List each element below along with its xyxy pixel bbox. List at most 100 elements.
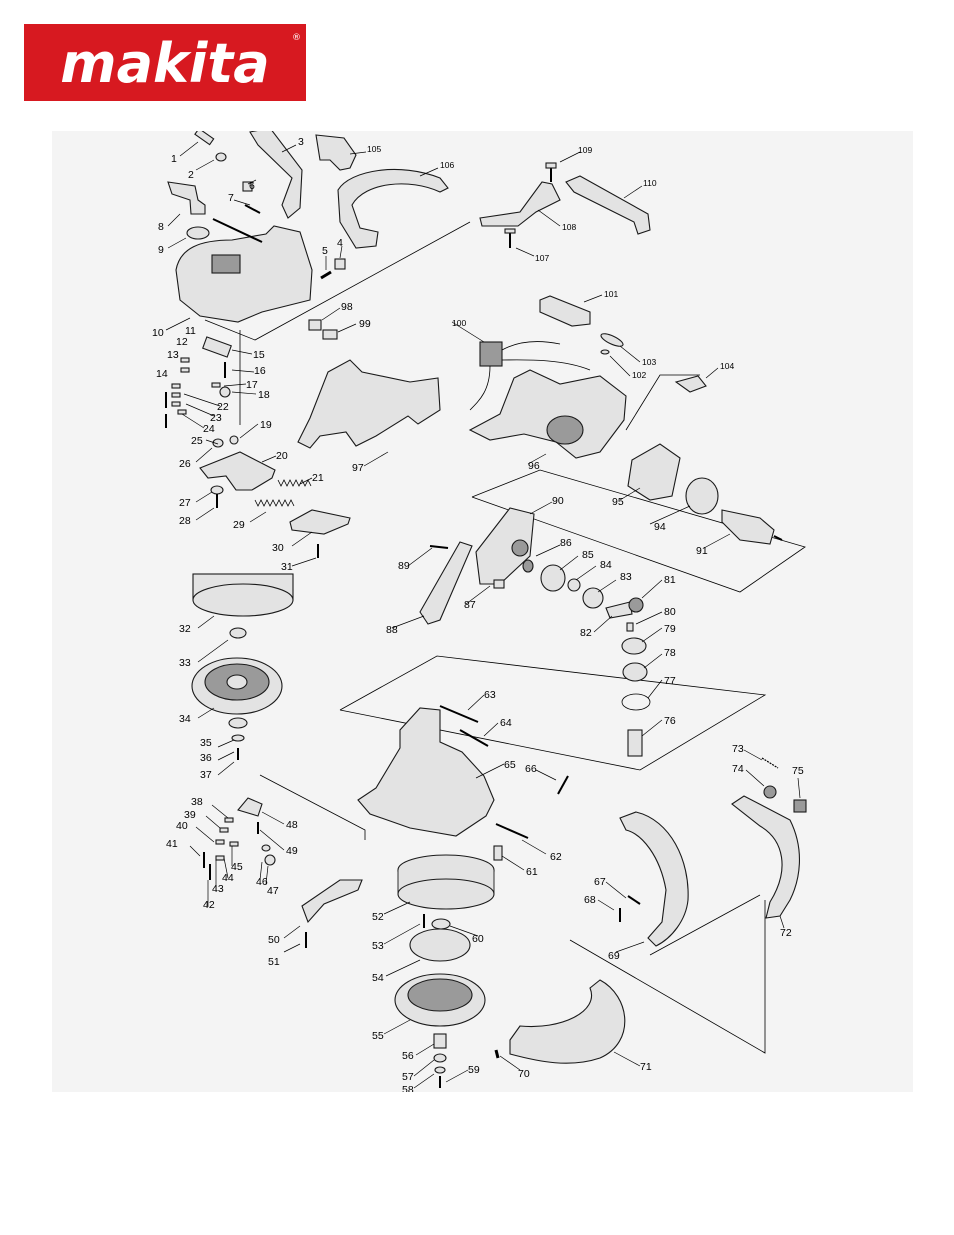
lever-assembly [165, 336, 351, 558]
part-label: 54 [372, 972, 384, 984]
part-label: 49 [286, 845, 298, 857]
part-label: 17 [246, 379, 258, 391]
lower-wheel-assembly [301, 854, 500, 1088]
part-label: 28 [179, 515, 191, 527]
part-label: 25 [191, 435, 203, 447]
part-label: 5 [322, 245, 328, 257]
part-label: 10 [152, 327, 164, 339]
part-label: 101 [604, 289, 618, 299]
motor-assembly [419, 443, 783, 625]
motor-housing [468, 369, 707, 459]
switch-assembly [469, 295, 624, 411]
part-label: 76 [664, 715, 676, 727]
frame-assembly [297, 319, 441, 449]
part-label: 87 [464, 599, 476, 611]
part-label: 26 [179, 458, 191, 470]
part-label: 106 [440, 160, 454, 170]
part-label: 103 [642, 357, 656, 367]
part-label: 110 [643, 178, 657, 188]
part-label: 29 [233, 519, 245, 531]
part-label: 107 [535, 253, 549, 263]
part-label: 30 [272, 542, 284, 554]
logo-wordmark: makita [60, 32, 269, 95]
diagram-canvas: 1 2 3 4 5 6 7 8 9 10 11 12 13 14 15 16 1… [152, 131, 807, 1092]
part-label: 53 [372, 940, 384, 952]
lower-lever-assembly [203, 797, 276, 880]
part-label: 82 [580, 627, 592, 639]
arm-assembly [479, 162, 651, 248]
blade-guard-assembly [509, 757, 807, 1064]
part-label: 51 [268, 956, 280, 968]
lower-housing [357, 705, 569, 861]
part-label: 13 [167, 349, 179, 361]
gear-train [522, 559, 651, 757]
part-label: 64 [500, 717, 512, 729]
part-label: 79 [664, 623, 676, 635]
part-label: 42 [203, 899, 215, 911]
part-label: 95 [612, 496, 624, 508]
part-label: 71 [640, 1061, 652, 1073]
part-label: 77 [664, 675, 676, 687]
part-label: 99 [359, 318, 371, 330]
part-label: 65 [504, 759, 516, 771]
part-label: 88 [386, 624, 398, 636]
part-label: 6 [249, 180, 255, 192]
part-label: 34 [179, 713, 191, 725]
part-label: 8 [158, 221, 164, 233]
part-label: 73 [732, 743, 744, 755]
part-label: 38 [191, 796, 203, 808]
part-label: 62 [550, 851, 562, 863]
part-label: 59 [468, 1064, 480, 1076]
part-label: 48 [286, 819, 298, 831]
part-label: 20 [276, 450, 288, 462]
part-label: 94 [654, 521, 666, 533]
part-label: 7 [228, 192, 234, 204]
part-label: 45 [231, 861, 243, 873]
part-label: 46 [256, 876, 268, 888]
part-label: 104 [720, 361, 734, 371]
makita-logo: makita ® [24, 24, 306, 101]
part-label: 61 [526, 866, 538, 878]
part-label: 21 [312, 472, 324, 484]
part-label: 58 [402, 1084, 414, 1092]
part-label: 75 [792, 765, 804, 777]
part-label: 74 [732, 763, 744, 775]
part-label: 4 [337, 237, 343, 249]
part-label: 31 [281, 561, 293, 573]
part-label: 27 [179, 497, 191, 509]
part-label: 52 [372, 911, 384, 923]
part-label: 70 [518, 1068, 530, 1080]
part-label: 15 [253, 349, 265, 361]
part-label: 57 [402, 1071, 414, 1083]
part-label: 16 [254, 365, 266, 377]
part-label: 37 [200, 769, 212, 781]
part-label: 3 [298, 136, 304, 148]
part-label: 56 [402, 1050, 414, 1062]
part-label: 55 [372, 1030, 384, 1042]
part-label: 68 [584, 894, 596, 906]
group-outlines [204, 221, 806, 1054]
part-labels: 1 2 3 4 5 6 7 8 9 10 11 12 13 14 15 16 1… [152, 136, 804, 1092]
part-label: 39 [184, 809, 196, 821]
part-label: 35 [200, 737, 212, 749]
part-label: 96 [528, 460, 540, 472]
part-label: 36 [200, 752, 212, 764]
part-label: 44 [222, 872, 234, 884]
part-label: 12 [176, 336, 188, 348]
part-label: 63 [484, 689, 496, 701]
top-cover-assembly [167, 131, 449, 323]
part-label: 109 [578, 145, 592, 155]
part-label: 32 [179, 623, 191, 635]
part-label: 11 [185, 325, 196, 337]
part-label: 102 [632, 370, 646, 380]
part-label: 80 [664, 606, 676, 618]
part-label: 22 [217, 401, 229, 413]
part-label: 81 [664, 574, 676, 586]
part-label: 85 [582, 549, 594, 561]
part-label: 19 [260, 419, 272, 431]
part-label: 105 [367, 144, 381, 154]
part-label: 78 [664, 647, 676, 659]
part-label: 50 [268, 934, 280, 946]
part-label: 72 [780, 927, 792, 939]
part-label: 23 [210, 412, 222, 424]
